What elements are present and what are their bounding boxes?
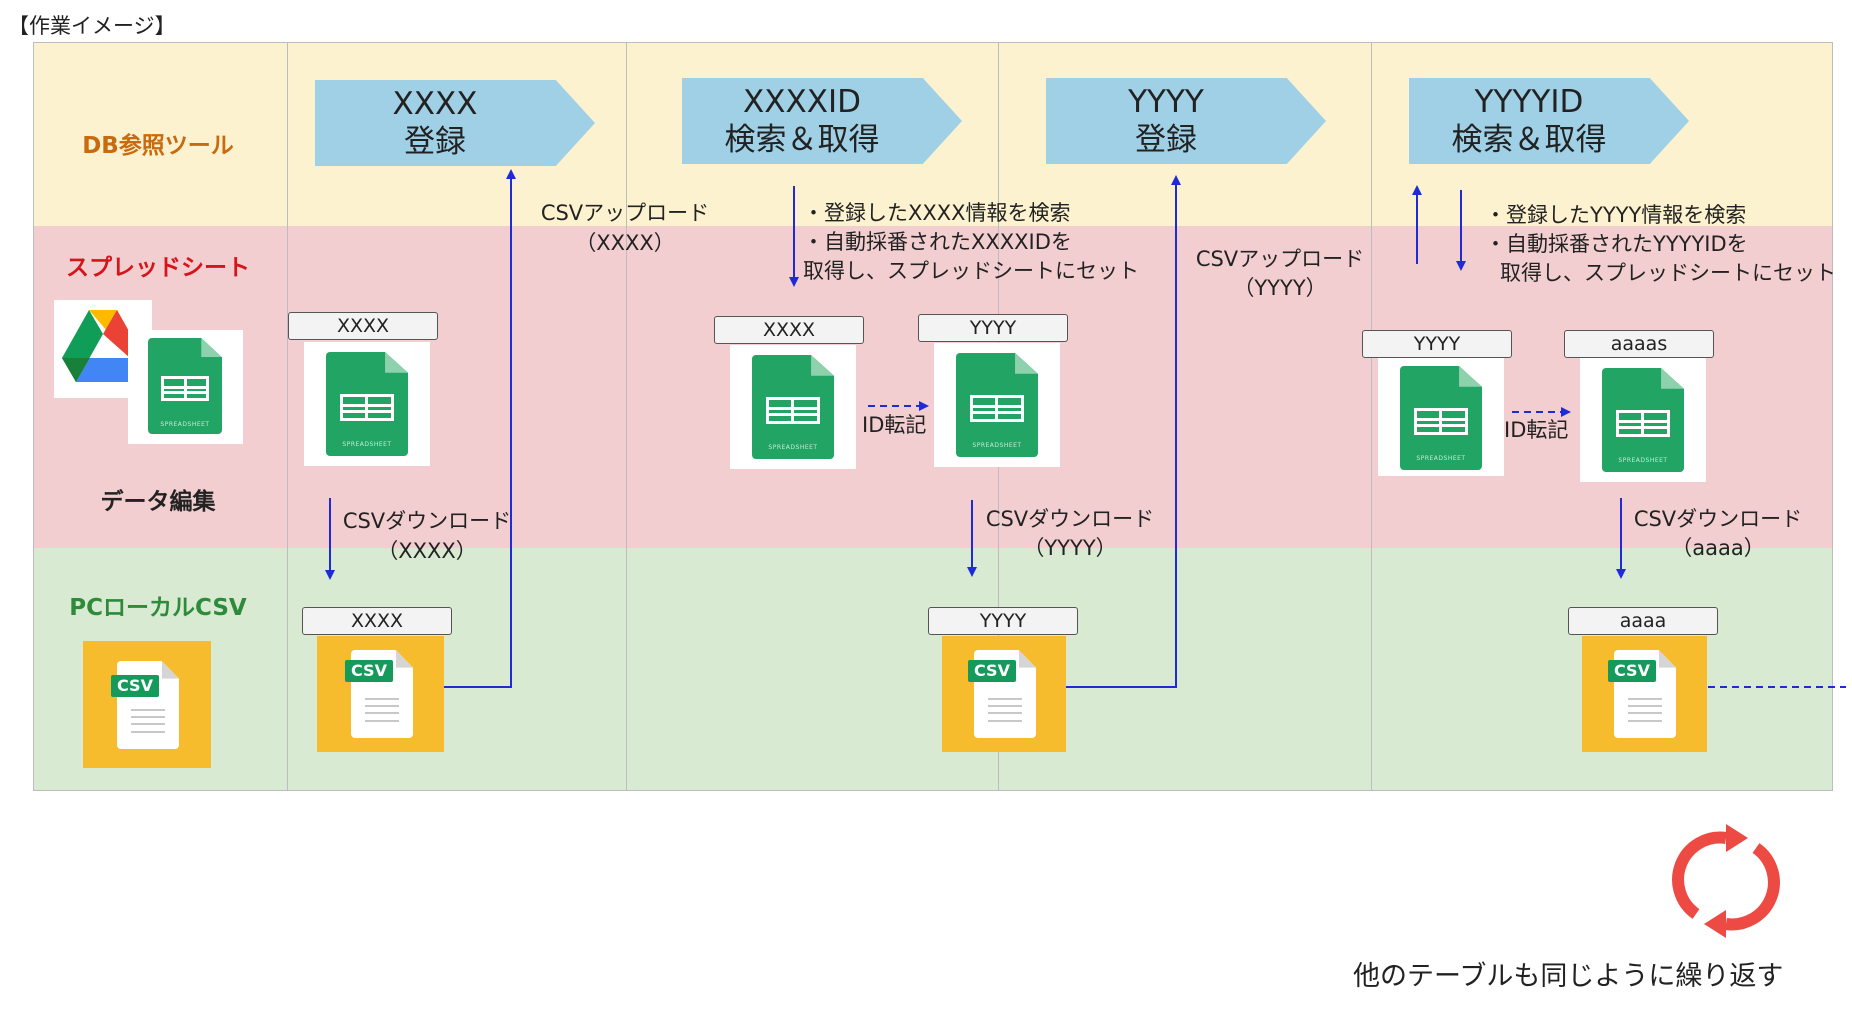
csv-file-icon-xxxx: CSV — [317, 636, 444, 752]
lane-label-data-edit: データ編集 — [100, 489, 216, 515]
tag-ss-yyyy-2: YYYY — [1362, 330, 1512, 358]
id-transfer-label-2: ID転記 — [1504, 418, 1569, 442]
lane-label-spreadsheet: スプレッドシート — [66, 255, 250, 281]
download-yyyy-label-1: CSVダウンロード — [985, 507, 1155, 531]
tag-csv-aaaa: aaaa — [1568, 607, 1718, 635]
search-xxxx-label-1: ・登録したXXXX情報を検索 — [803, 201, 1071, 225]
grid-col-4 — [1371, 42, 1372, 790]
csv-file-icon-aaaa: CSV — [1582, 636, 1707, 752]
spreadsheet-icon-xxxx-2: SPREADSHEET — [730, 345, 856, 469]
step-banner-yyyy-register: YYYY 登録 — [1046, 78, 1326, 164]
arrow-upload-yyyy — [1066, 175, 1181, 688]
step-4-line1: YYYYID — [1474, 84, 1584, 120]
tag-csv-yyyy: YYYY — [928, 607, 1078, 635]
download-aaaa-label-2: （aaaa） — [1671, 536, 1765, 560]
spreadsheet-icon-xxxx-1: SPREADSHEET — [304, 342, 430, 466]
grid-col-2 — [626, 42, 627, 790]
search-yyyy-label-3: 取得し、スプレッドシートにセット — [1500, 261, 1836, 285]
search-yyyy-label-1: ・登録したYYYY情報を検索 — [1485, 203, 1747, 227]
lane-label-db: DB参照ツール — [82, 133, 234, 159]
upload-xxxx-label-2: （XXXX） — [575, 231, 675, 255]
spreadsheet-icon-yyyy-2: SPREADSHEET — [1378, 358, 1504, 476]
step-2-line1: XXXXID — [743, 84, 861, 120]
csv-file-icon-yyyy: CSV — [942, 636, 1066, 752]
csv-file-icon-legend: CSV — [83, 641, 211, 768]
tag-ss-aaaas: aaaas — [1564, 330, 1714, 358]
download-aaaa-label-1: CSVダウンロード — [1633, 507, 1803, 531]
upload-yyyy-label-1: CSVアップロード — [1195, 247, 1365, 271]
tag-ss-xxxx-2: XXXX — [714, 316, 864, 344]
arrow-upload-xxxx — [444, 169, 516, 688]
grid-left — [33, 42, 34, 790]
step-1-line2: 登録 — [404, 124, 466, 160]
grid-bottom — [33, 790, 1833, 791]
grid-top — [33, 42, 1833, 43]
step-banner-yyyyid-search: YYYYID 検索＆取得 — [1409, 78, 1689, 164]
download-xxxx-label-1: CSVダウンロード — [342, 509, 512, 533]
grid-col-1 — [287, 42, 288, 790]
search-xxxx-label-3: 取得し、スプレッドシートにセット — [803, 259, 1139, 283]
repeat-icon — [1670, 822, 1782, 940]
step-4-line2: 検索＆取得 — [1451, 122, 1607, 158]
tag-ss-yyyy-1: YYYY — [918, 314, 1068, 342]
search-xxxx-label-2: ・自動採番されたXXXXIDを — [803, 230, 1072, 254]
download-xxxx-label-2: （XXXX） — [377, 539, 477, 563]
tag-ss-xxxx-1: XXXX — [288, 312, 438, 340]
id-transfer-label-1: ID転記 — [862, 413, 927, 437]
tag-csv-xxxx: XXXX — [302, 607, 452, 635]
page-title: 【作業イメージ】 — [8, 14, 176, 38]
repeat-caption: 他のテーブルも同じように繰り返す — [1353, 961, 1784, 992]
step-3-line1: YYYY — [1128, 84, 1204, 120]
step-2-line2: 検索＆取得 — [724, 122, 880, 158]
upload-yyyy-label-2: （YYYY） — [1233, 276, 1327, 300]
grid-right — [1832, 42, 1833, 790]
spreadsheet-icon-legend: SPREADSHEET — [128, 330, 243, 444]
step-3-line2: 登録 — [1135, 122, 1197, 158]
spreadsheet-icon-aaaas: SPREADSHEET — [1580, 358, 1706, 482]
spreadsheet-icon-yyyy-1: SPREADSHEET — [934, 343, 1060, 467]
lane-label-pc: PCローカルCSV — [69, 595, 247, 621]
upload-xxxx-label-1: CSVアップロード — [540, 201, 710, 225]
step-banner-xxxx-register: XXXX 登録 — [315, 80, 595, 166]
search-yyyy-label-2: ・自動採番されたYYYYIDを — [1485, 232, 1748, 256]
step-banner-xxxxid-search: XXXXID 検索＆取得 — [682, 78, 962, 164]
download-yyyy-label-2: （YYYY） — [1023, 536, 1117, 560]
step-1-line1: XXXX — [392, 86, 478, 122]
